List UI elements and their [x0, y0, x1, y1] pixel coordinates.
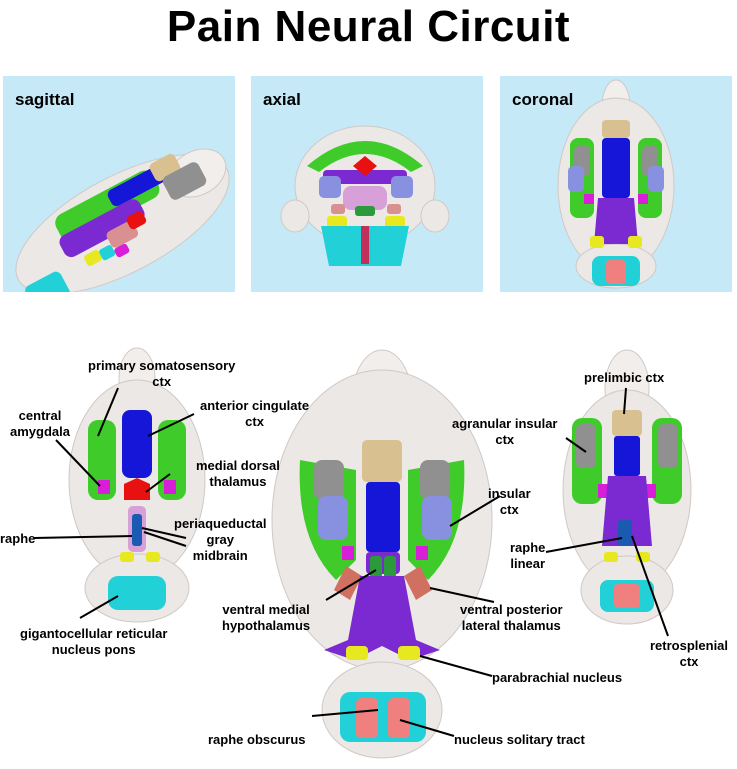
- sagittal-brain-render: [15, 148, 230, 292]
- center-brain: [271, 349, 493, 759]
- label-raphe-text: raphe: [0, 531, 36, 546]
- leader-lines: [33, 387, 669, 737]
- prelimbic-region: [612, 410, 642, 436]
- label-raphe: raphe: [0, 531, 35, 547]
- label-central-amygdala-text: central amygdala: [10, 408, 70, 439]
- label-central-amygdala: central amygdala: [10, 408, 70, 440]
- axial-brain-render: [280, 125, 450, 266]
- label-parabrachial: parabrachial nucleus: [492, 670, 622, 686]
- label-nucleus-solitary: nucleus solitary tract: [454, 732, 585, 748]
- sagittal-panel: sagittal: [3, 76, 235, 292]
- label-vpl-thalamus: ventral posterior lateral thalamus: [460, 602, 563, 634]
- view-label-coronal: coronal: [512, 90, 574, 109]
- retrosplenial-region: [602, 476, 652, 546]
- label-agranular-insular-text: agranular insular ctx: [452, 416, 558, 447]
- nucleus-solitary-region: [356, 698, 378, 738]
- right-brain: [562, 349, 692, 625]
- gigantocellular-region: [108, 576, 166, 610]
- page-title: Pain Neural Circuit: [166, 2, 571, 51]
- label-raphe-linear-text: raphe linear: [510, 540, 546, 571]
- label-gigantocellular-text: gigantocellular reticular nucleus pons: [20, 626, 168, 657]
- left-brain: [68, 347, 206, 623]
- parabrachial-region: [398, 646, 420, 660]
- label-periaqueductal-text: periaqueductal gray midbrain: [174, 516, 267, 563]
- label-retrosplenial-text: retrosplenial ctx: [650, 638, 729, 669]
- label-gigantocellular: gigantocellular reticular nucleus pons: [20, 626, 167, 658]
- agranular-insular-region: [576, 424, 596, 468]
- axial-panel: axial: [251, 76, 483, 292]
- label-insular: insular ctx: [488, 486, 531, 518]
- label-prelimbic-text: prelimbic ctx: [584, 370, 665, 385]
- label-prelimbic: prelimbic ctx: [584, 370, 664, 386]
- label-insular-text: insular ctx: [488, 486, 531, 517]
- label-medial-dorsal-thalamus: medial dorsal thalamus: [196, 458, 280, 490]
- anterior-cingulate-region: [122, 410, 152, 478]
- label-primary-somatosensory: primary somatosensory ctx: [88, 358, 235, 390]
- label-ventral-medial-hypothalamus: ventral medial hypothalamus: [222, 602, 310, 634]
- labeled-brain-diagram: [33, 347, 692, 759]
- label-retrosplenial: retrosplenial ctx: [650, 638, 728, 670]
- view-label-axial: axial: [263, 90, 301, 109]
- label-anterior-cingulate: anterior cingulate ctx: [200, 398, 309, 430]
- label-raphe-obscurus-text: raphe obscurus: [208, 732, 306, 747]
- central-amygdala-region: [98, 480, 110, 494]
- label-ventral-medial-hypothalamus-text: ventral medial hypothalamus: [222, 602, 311, 633]
- label-agranular-insular: agranular insular ctx: [452, 416, 557, 448]
- label-parabrachial-text: parabrachial nucleus: [492, 670, 623, 685]
- vpl-thalamus-region: [404, 566, 432, 600]
- label-raphe-obscurus: raphe obscurus: [208, 732, 306, 748]
- medial-dorsal-thalamus-region: [124, 478, 150, 500]
- label-medial-dorsal-thalamus-text: medial dorsal thalamus: [196, 458, 280, 489]
- view-label-sagittal: sagittal: [15, 90, 75, 109]
- coronal-panel: coronal: [500, 76, 732, 292]
- label-raphe-linear: raphe linear: [510, 540, 545, 572]
- sagittal-gigantocellular: [25, 271, 73, 292]
- label-vpl-thalamus-text: ventral posterior lateral thalamus: [460, 602, 563, 633]
- insular-region: [422, 496, 452, 540]
- label-anterior-cingulate-text: anterior cingulate ctx: [200, 398, 310, 429]
- label-nucleus-solitary-text: nucleus solitary tract: [454, 732, 585, 747]
- label-primary-somatosensory-text: primary somatosensory ctx: [88, 358, 236, 389]
- coronal-brain-render: [557, 79, 675, 289]
- label-periaqueductal: periaqueductal gray midbrain: [174, 516, 266, 564]
